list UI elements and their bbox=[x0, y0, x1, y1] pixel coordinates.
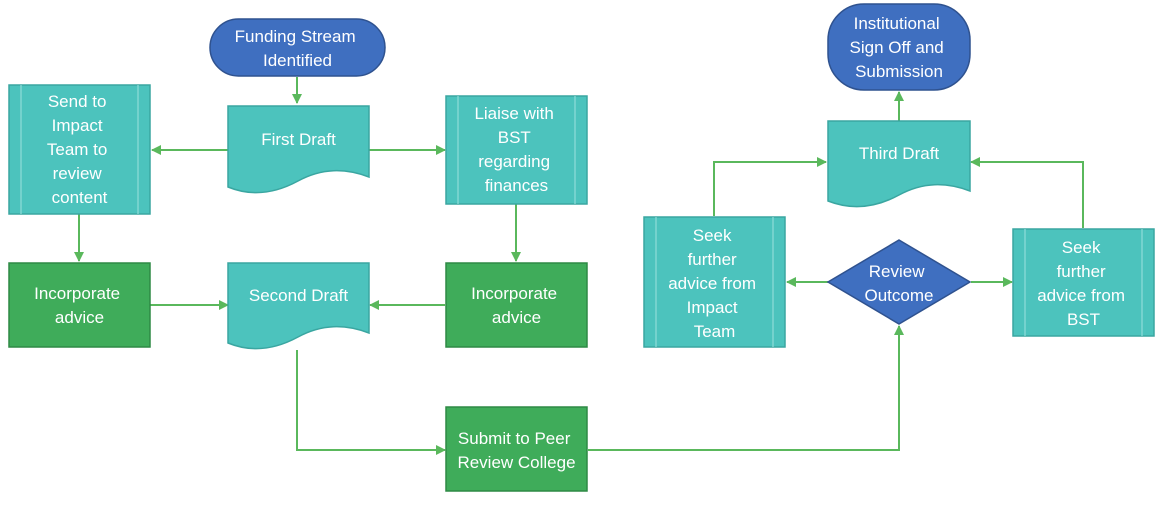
svg-text:Second Draft: Second Draft bbox=[249, 286, 348, 305]
seek-bst-line-4: BST bbox=[1067, 310, 1100, 329]
svg-text:Liaise with BST re: Liaise with BST regarding finances bbox=[474, 104, 558, 195]
liaise-bst-line-4: finances bbox=[485, 176, 548, 195]
svg-text:Seek further advic: Seek further advice from Impact Team bbox=[668, 226, 761, 341]
connector-submit-peer-to-review-outcome bbox=[588, 325, 904, 451]
svg-text:Incorporate advice: Incorporate advice bbox=[471, 284, 562, 327]
review-outcome-line-1: Review bbox=[869, 262, 925, 281]
submit-peer-line-1: Submit to Peer bbox=[458, 429, 571, 448]
send-impact-line-2: Impact bbox=[52, 116, 103, 135]
node-send-impact-team: Send to Impact Team to review content bbox=[8, 84, 151, 215]
institutional-line-3: Submission bbox=[855, 62, 943, 81]
liaise-bst-line-1: Liaise with bbox=[474, 104, 553, 123]
send-impact-line-5: content bbox=[52, 188, 108, 207]
node-submit-peer-review: Submit to Peer Review College bbox=[445, 406, 588, 492]
institutional-line-1: Institutional bbox=[854, 14, 940, 33]
node-incorporate-advice-left: Incorporate advice bbox=[8, 262, 151, 348]
incorporate-right-line-2: advice bbox=[492, 308, 541, 327]
review-outcome-line-2: Outcome bbox=[865, 286, 934, 305]
connector-seek-impact-to-third-draft bbox=[713, 157, 827, 216]
svg-text:Send to Impact Tea: Send to Impact Team to review content bbox=[47, 92, 112, 207]
svg-text:Funding Stream Identifie: Funding Stream Identified bbox=[235, 27, 361, 70]
second-draft-label: Second Draft bbox=[249, 286, 348, 305]
funding-label-line-1: Funding Stream bbox=[235, 27, 356, 46]
send-impact-line-1: Send to bbox=[48, 92, 107, 111]
node-review-outcome: Review Outcome bbox=[826, 239, 972, 325]
node-seek-impact-team: Seek further advice from Impact Team bbox=[643, 216, 786, 348]
incorporate-right-line-1: Incorporate bbox=[471, 284, 557, 303]
seek-impact-line-1: Seek bbox=[693, 226, 732, 245]
svg-text:First Draft: First Draft bbox=[261, 130, 336, 149]
institutional-line-2: Sign Off and bbox=[850, 38, 944, 57]
seek-impact-line-2: further bbox=[688, 250, 737, 269]
incorporate-left-line-1: Incorporate bbox=[34, 284, 120, 303]
send-impact-line-4: review bbox=[53, 164, 103, 183]
node-third-draft: Third Draft bbox=[827, 120, 971, 208]
node-incorporate-advice-right: Incorporate advice bbox=[445, 262, 588, 348]
incorporate-left-line-2: advice bbox=[55, 308, 104, 327]
send-impact-line-3: Team to bbox=[47, 140, 107, 159]
svg-text:Third Draft: Third Draft bbox=[859, 144, 940, 163]
seek-impact-line-5: Team bbox=[694, 322, 736, 341]
first-draft-label: First Draft bbox=[261, 130, 336, 149]
node-institutional-sign-off: Institutional Sign Off and Submission bbox=[827, 3, 971, 91]
node-second-draft: Second Draft bbox=[227, 262, 370, 350]
connector-second-draft-to-submit-peer bbox=[296, 350, 446, 455]
svg-text:Submit to Peer Review Co: Submit to Peer Review College bbox=[457, 429, 575, 472]
node-liaise-bst: Liaise with BST regarding finances bbox=[445, 95, 588, 205]
svg-text:Incorporate advice: Incorporate advice bbox=[34, 284, 125, 327]
svg-text:Seek further advic: Seek further advice from BST bbox=[1037, 238, 1130, 329]
submit-peer-line-2: Review College bbox=[457, 453, 575, 472]
funding-label-line-2: Identified bbox=[263, 51, 332, 70]
seek-impact-line-3: advice from bbox=[668, 274, 756, 293]
svg-text:Review Outcome: Review Outcome bbox=[865, 262, 934, 305]
svg-text:Institutional Sign Off a: Institutional Sign Off and Submission bbox=[850, 14, 949, 81]
liaise-bst-line-3: regarding bbox=[478, 152, 550, 171]
liaise-bst-line-2: BST bbox=[498, 128, 531, 147]
seek-bst-line-1: Seek bbox=[1062, 238, 1101, 257]
seek-impact-line-4: Impact bbox=[687, 298, 738, 317]
connectors bbox=[74, 77, 1084, 455]
third-draft-label: Third Draft bbox=[859, 144, 940, 163]
node-seek-bst: Seek further advice from BST bbox=[1012, 228, 1155, 337]
seek-bst-line-3: advice from bbox=[1037, 286, 1125, 305]
connector-seek-bst-to-third-draft bbox=[970, 157, 1084, 228]
seek-bst-line-2: further bbox=[1057, 262, 1106, 281]
node-funding-stream: Funding Stream Identified bbox=[209, 18, 386, 77]
node-first-draft: First Draft bbox=[227, 105, 370, 194]
